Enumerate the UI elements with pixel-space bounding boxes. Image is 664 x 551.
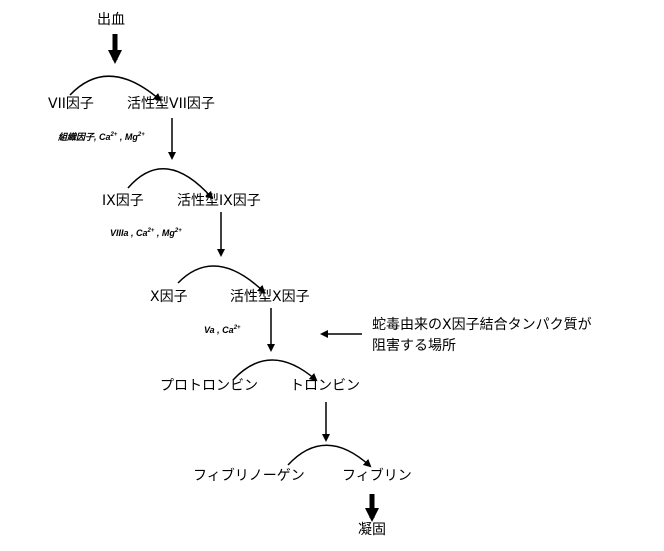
cofactor-text: , Mg xyxy=(117,132,138,142)
start-label: 出血 xyxy=(97,12,125,28)
thrombin: トロンビン xyxy=(290,378,360,394)
ion-charge: 2+ xyxy=(110,132,118,138)
conversion-arc-prothrombin xyxy=(232,359,318,382)
conversion-arc-fibrinogen xyxy=(287,444,372,468)
annotation-line-2: 阻害する場所 xyxy=(372,338,456,354)
factor-vii: VII因子 xyxy=(48,96,94,112)
activated-factor-ix: 活性型IX因子 xyxy=(177,193,261,209)
annotation-line-1: 蛇毒由来のX因子結合タンパク質が xyxy=(372,317,592,333)
end-label: 凝固 xyxy=(358,522,386,538)
cofactor-text: 組織因子, Ca xyxy=(58,132,111,142)
activated-factor-x: 活性型X因子 xyxy=(230,289,310,305)
ion-charge: 2+ xyxy=(233,325,241,331)
conversion-arc-vii xyxy=(69,75,162,102)
fibrin: フィブリン xyxy=(342,468,412,484)
conversion-arc-ix xyxy=(127,167,214,200)
cofactor-label-3: Va , Ca2+ xyxy=(204,325,241,335)
ion-charge: 2+ xyxy=(174,228,182,234)
cofactor-label-1: 組織因子, Ca2+ , Mg2+ xyxy=(58,130,145,143)
conversion-arc-x xyxy=(177,265,266,294)
factor-ix: IX因子 xyxy=(102,193,144,209)
cofactor-text: , Mg xyxy=(154,228,175,238)
cofactor-text: VIIIa , Ca xyxy=(110,228,148,238)
cofactor-label-2: VIIIa , Ca2+ , Mg2+ xyxy=(110,228,182,238)
fibrinogen: フィブリノーゲン xyxy=(193,468,305,484)
ion-charge: 2+ xyxy=(137,132,145,138)
factor-x: X因子 xyxy=(150,289,188,305)
prothrombin: プロトロンビン xyxy=(160,378,258,394)
ion-charge: 2+ xyxy=(147,228,155,234)
cofactor-text: Va , Ca xyxy=(204,325,234,335)
activated-factor-vii: 活性型VII因子 xyxy=(127,96,215,112)
